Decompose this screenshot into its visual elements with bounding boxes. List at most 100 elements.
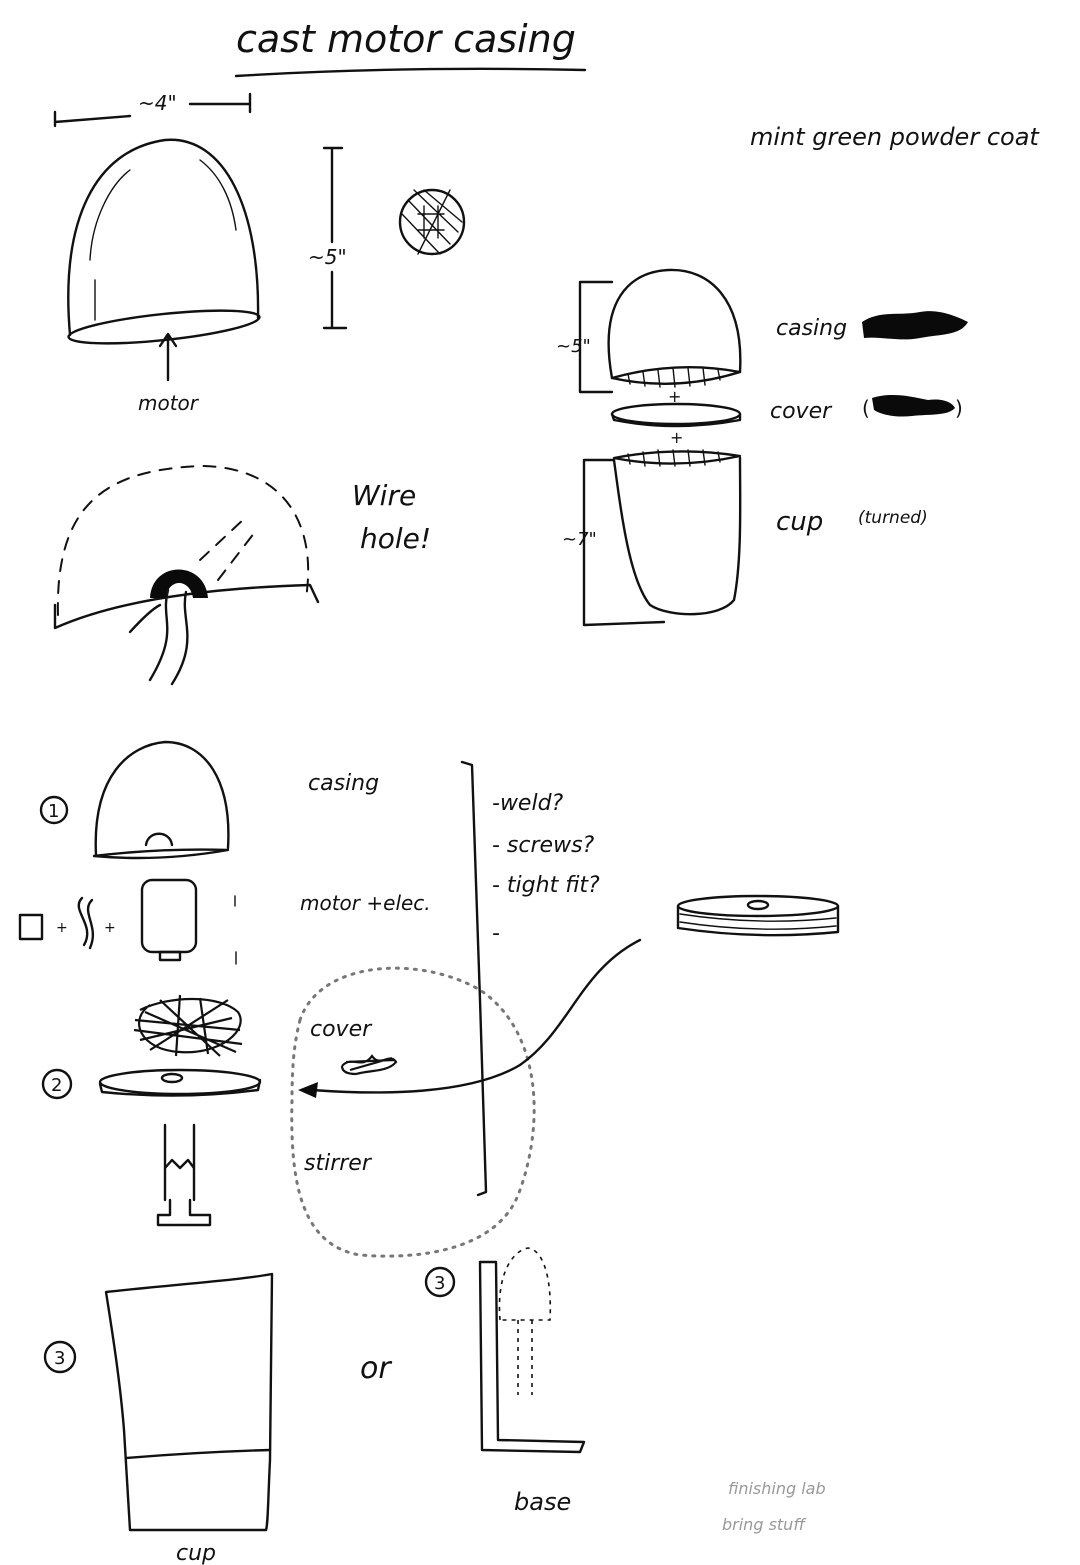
stack-plus-2: +	[670, 428, 683, 447]
motor-arrow	[158, 332, 178, 382]
ground-line	[53, 583, 320, 630]
stack-casing-rim	[610, 366, 742, 385]
cover-paren-close: )	[955, 396, 963, 420]
stack-cover-edge	[610, 412, 742, 428]
joining-option-3: - tight fit?	[492, 873, 600, 898]
height-dimension-line	[322, 146, 348, 330]
stack-casing-dome	[607, 268, 742, 380]
title-underline	[234, 67, 587, 78]
wire-note-line1: Wire	[352, 479, 416, 512]
electronics-box	[18, 913, 44, 941]
step1-casing-notch	[144, 832, 174, 847]
stack-cup-label: cup	[776, 507, 823, 537]
step1-casing-rim	[92, 848, 230, 860]
motor-label: motor	[138, 391, 200, 415]
height-dimension-label: ~5"	[308, 245, 347, 269]
assembly-cover-label: cover	[310, 1017, 373, 1042]
joining-option-2: - screws?	[492, 833, 595, 858]
base-casing-ghost	[498, 1247, 552, 1395]
assembly-motor-label: motor +elec.	[300, 891, 431, 915]
assembly-stirrer-label: stirrer	[304, 1151, 373, 1176]
step-1-circle	[39, 795, 69, 825]
stacked-cover-disks	[676, 894, 840, 937]
step-3b-number: 3	[434, 1273, 445, 1294]
motor-top-view-circle	[398, 188, 466, 256]
stack-plus-1: +	[668, 387, 681, 406]
page-title: cast motor casing	[236, 17, 576, 61]
cover-text-scribble	[340, 1054, 398, 1076]
exploded-stack-top-right: mint green powder coat ~5" casing + cove…	[556, 123, 1040, 627]
assembly-base-label: base	[514, 1488, 571, 1516]
motor-body	[140, 878, 198, 954]
stirrer-shaft	[163, 1123, 196, 1202]
width-dimension-label: ~4"	[138, 91, 177, 115]
step3-cup-liquid-line	[124, 1448, 272, 1460]
wire-note-line2: hole!	[360, 522, 431, 555]
joining-option-4: -	[492, 921, 500, 946]
disk-top	[676, 894, 840, 918]
casing-sketch-top-left: ~4" motor ~5"	[53, 91, 466, 415]
step-3-circle	[43, 1340, 77, 1374]
corner-note-line1: finishing lab	[728, 1479, 826, 1498]
disk-stack-side	[676, 904, 840, 937]
stack-cup-height-line	[582, 458, 666, 627]
stirrer-blade	[156, 1198, 212, 1227]
step-2-number: 2	[51, 1075, 62, 1096]
arrow-head	[298, 1082, 318, 1098]
base-stand	[478, 1260, 586, 1454]
or-label: or	[360, 1351, 392, 1386]
wire-cable	[148, 588, 189, 686]
motor-top-view-hatch	[401, 189, 463, 255]
disk-to-cover-arrow	[310, 938, 642, 1094]
stack-cover-label: cover	[770, 399, 833, 424]
stack-casing-label: casing	[776, 316, 847, 341]
width-dimension-line	[53, 92, 252, 128]
joining-bracket	[460, 760, 488, 1197]
cover-redaction	[872, 394, 955, 417]
powder-coat-note: mint green powder coat	[750, 123, 1040, 151]
motor-bracket-marks	[234, 895, 237, 965]
casing-highlight	[89, 159, 237, 321]
motor-plus-1: +	[56, 920, 68, 936]
step2-cover-edge	[98, 1078, 262, 1097]
step-3b-circle	[424, 1266, 456, 1298]
step-2-circle	[41, 1068, 73, 1100]
dotted-grouping-loop	[290, 966, 536, 1258]
casing-bottom-opening	[67, 309, 261, 345]
stack-casing-hatch	[627, 367, 721, 388]
casing-redaction	[862, 311, 968, 340]
stack-casing-height: ~5"	[556, 336, 591, 357]
stack-cup-note: (turned)	[858, 508, 928, 528]
stack-cup-height: ~7"	[562, 529, 597, 550]
cover-paren-open: (	[862, 396, 870, 420]
step2-cover-disk	[98, 1068, 262, 1096]
stack-cup-hatch	[627, 449, 721, 467]
wire-hole-sketch: Wire hole!	[53, 464, 431, 686]
step1-casing-dome	[94, 740, 230, 857]
dashed-casing-outline	[56, 464, 310, 616]
disk-hole	[746, 899, 770, 911]
assembly-casing-label: casing	[308, 771, 379, 796]
wire-coil	[77, 896, 95, 950]
wire-cable-end	[128, 603, 162, 634]
motor-shaft	[158, 950, 182, 962]
stack-cover-disk	[610, 402, 742, 426]
assembly-cup-label: cup	[176, 1541, 216, 1565]
wire-hole-grommet	[150, 569, 208, 598]
step2-cover-hole	[160, 1072, 184, 1084]
step3-cup-body	[104, 1272, 274, 1532]
assembly-sequence: 1 casing + + motor +elec. 2 cover stirre…	[18, 740, 840, 1565]
stack-cup-rim	[612, 450, 742, 465]
stack-cup-body	[612, 456, 742, 616]
corner-note-line2: bring stuff	[722, 1515, 807, 1534]
dashed-wire-channel	[199, 517, 259, 581]
casing-dome-outline	[67, 138, 260, 337]
step-1-number: 1	[48, 801, 59, 822]
disk-stack-layers	[679, 913, 837, 930]
scribbled-out-drawing	[133, 994, 243, 1057]
stack-casing-height-line	[578, 280, 614, 394]
step-3-number: 3	[54, 1348, 65, 1369]
motor-plus-2: +	[104, 920, 116, 936]
joining-option-1: -weld?	[492, 791, 564, 816]
